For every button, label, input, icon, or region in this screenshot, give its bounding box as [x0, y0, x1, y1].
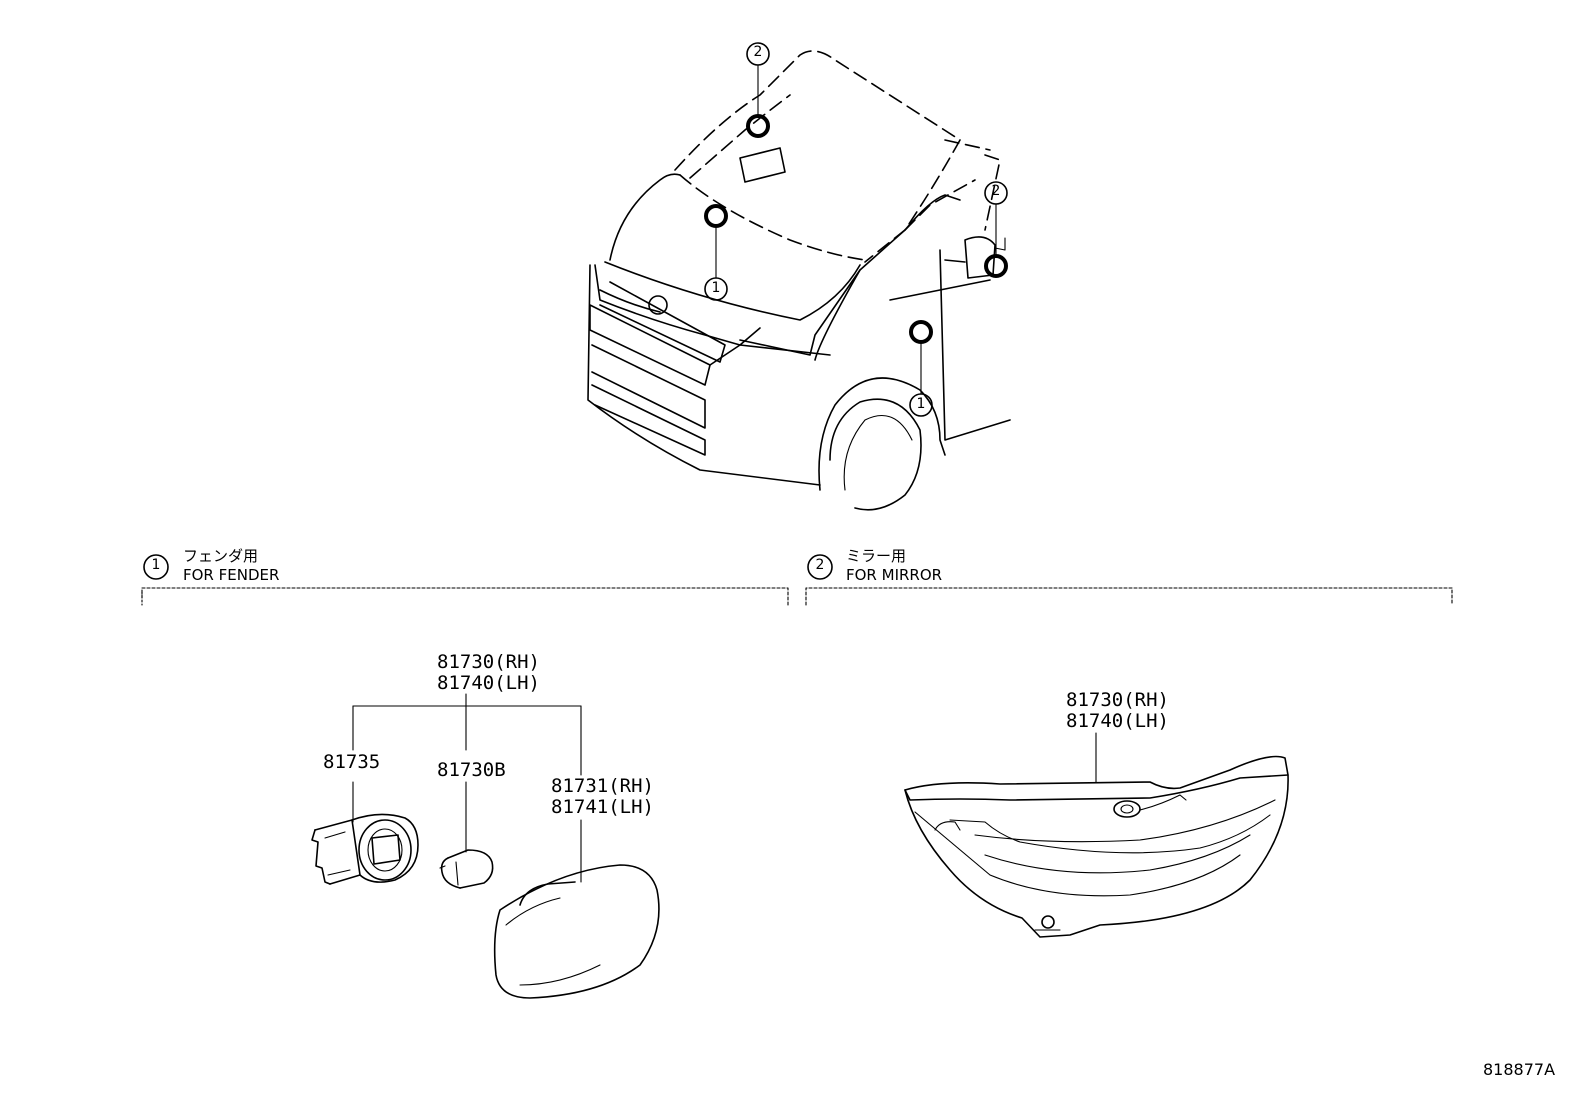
- section-title-en: FOR FENDER: [183, 566, 280, 584]
- vehicle-illustration: [587, 50, 1011, 511]
- part-number: 81731(RH): [551, 775, 654, 797]
- socket-part: [311, 813, 419, 885]
- part-number: 81741(LH): [551, 796, 654, 818]
- mirror-lamp-marker: [746, 114, 770, 138]
- part-number: 81730B: [437, 759, 506, 781]
- fender-lamp-marker: [704, 204, 728, 228]
- diagram-code: 818877A: [1483, 1060, 1556, 1079]
- mirror-lamp-part: [904, 755, 1289, 938]
- section-number: 2: [815, 557, 825, 573]
- callout-side-mirror: [984, 181, 1008, 278]
- callout-label: 2: [991, 183, 1001, 199]
- part-number: 81730(RH): [437, 651, 540, 673]
- callout-fender: [909, 320, 933, 417]
- part-number: 81730(RH): [1066, 689, 1169, 711]
- section-title-en: FOR MIRROR: [846, 566, 943, 584]
- section-mirror-header: [805, 554, 1453, 606]
- callout-top-mirror: [746, 42, 770, 138]
- callout-label: 2: [753, 44, 763, 60]
- part-number: 81740(LH): [437, 672, 540, 694]
- fender-lamp-marker: [909, 320, 933, 344]
- fender-leader-lines: [352, 693, 582, 883]
- part-number: 81740(LH): [1066, 710, 1169, 732]
- callout-hood: [704, 204, 728, 301]
- callout-label: 1: [711, 280, 721, 296]
- bulb-part: [439, 849, 494, 889]
- section-number: 1: [151, 557, 161, 573]
- section-title-jp: ミラー用: [846, 547, 907, 565]
- lens-part: [493, 864, 660, 999]
- part-number: 81735: [323, 751, 381, 773]
- section-title-jp: フェンダ用: [183, 547, 259, 565]
- mirror-lamp-marker: [984, 254, 1008, 278]
- section-fender-header: [141, 554, 789, 606]
- callout-label: 1: [916, 396, 926, 412]
